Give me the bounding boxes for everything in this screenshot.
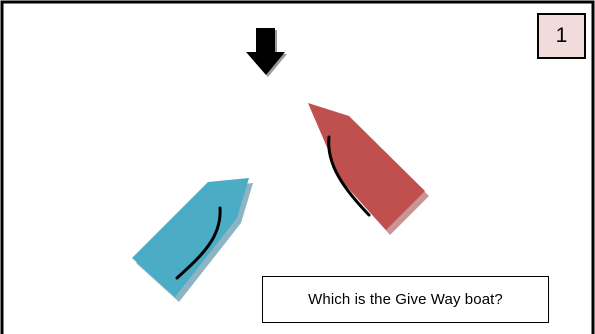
blue-boat-sail (175, 206, 222, 280)
arrow-down-icon (246, 28, 287, 77)
slide-number-badge: 1 (537, 13, 586, 59)
question-text: Which is the Give Way boat? (308, 291, 503, 308)
red-boat (308, 103, 429, 235)
blue-boat (132, 178, 253, 302)
slide-number: 1 (555, 24, 568, 47)
red-boat-hull (308, 103, 425, 230)
red-boat-sail (327, 135, 371, 217)
question-box: Which is the Give Way boat? (262, 276, 549, 323)
